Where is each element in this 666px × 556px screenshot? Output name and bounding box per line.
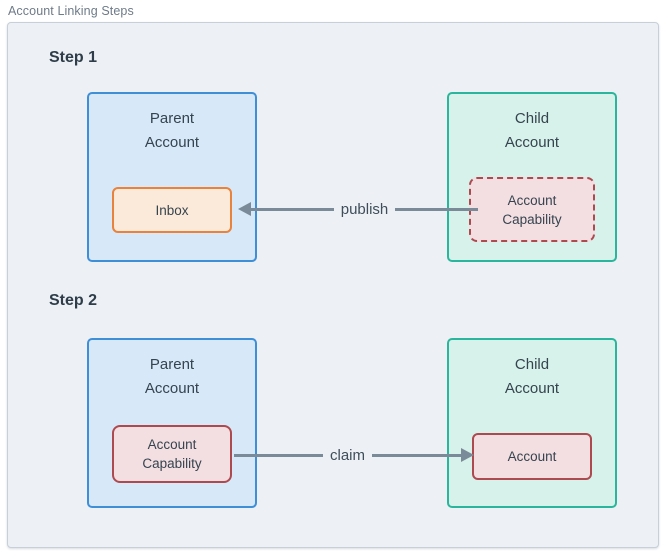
step-1-child-account-box: Child Account Account Capability <box>447 92 617 262</box>
step-2-parent-account-box: Parent Account Account Capability <box>87 338 257 508</box>
step-1-parent-account-title: Parent Account <box>144 110 200 151</box>
arrow-line <box>395 207 479 211</box>
step-2-account-box: Account <box>472 433 592 480</box>
arrow-line <box>234 453 323 457</box>
step-2-child-account-title: Child Account <box>504 356 560 397</box>
step-2-parent-account-title: Parent Account <box>144 356 200 397</box>
step-1-parent-account-box: Parent Account Inbox <box>87 92 257 262</box>
step-2-child-account-box: Child Account Account <box>447 338 617 508</box>
arrow-line <box>372 453 462 457</box>
step-1-inbox-box: Inbox <box>112 187 232 233</box>
arrow-line <box>251 207 334 211</box>
step-1-child-account-title: Child Account <box>504 110 560 151</box>
panel-title: Account Linking Steps <box>8 4 134 18</box>
publish-arrow: publish <box>238 200 479 218</box>
step-1-account-capability-label: Account Capability <box>502 192 562 227</box>
step-2-heading: Step 2 <box>49 292 98 309</box>
account-linking-panel: Step 1 Parent Account Inbox Child Accoun… <box>7 22 659 548</box>
step-2-account-label: Account <box>507 449 557 464</box>
step-1-heading: Step 1 <box>49 49 98 66</box>
claim-arrow-label: claim <box>323 446 373 464</box>
step-1-inbox-label: Inbox <box>155 202 189 218</box>
step-2-account-capability-box: Account Capability <box>112 425 232 483</box>
publish-arrow-label: publish <box>333 200 396 218</box>
step-1-account-capability-box: Account Capability <box>469 177 595 242</box>
step-2-account-capability-label: Account Capability <box>142 437 202 471</box>
claim-arrow: claim <box>234 446 475 464</box>
arrowhead-right-icon <box>461 448 475 462</box>
arrowhead-left-icon <box>238 202 251 216</box>
